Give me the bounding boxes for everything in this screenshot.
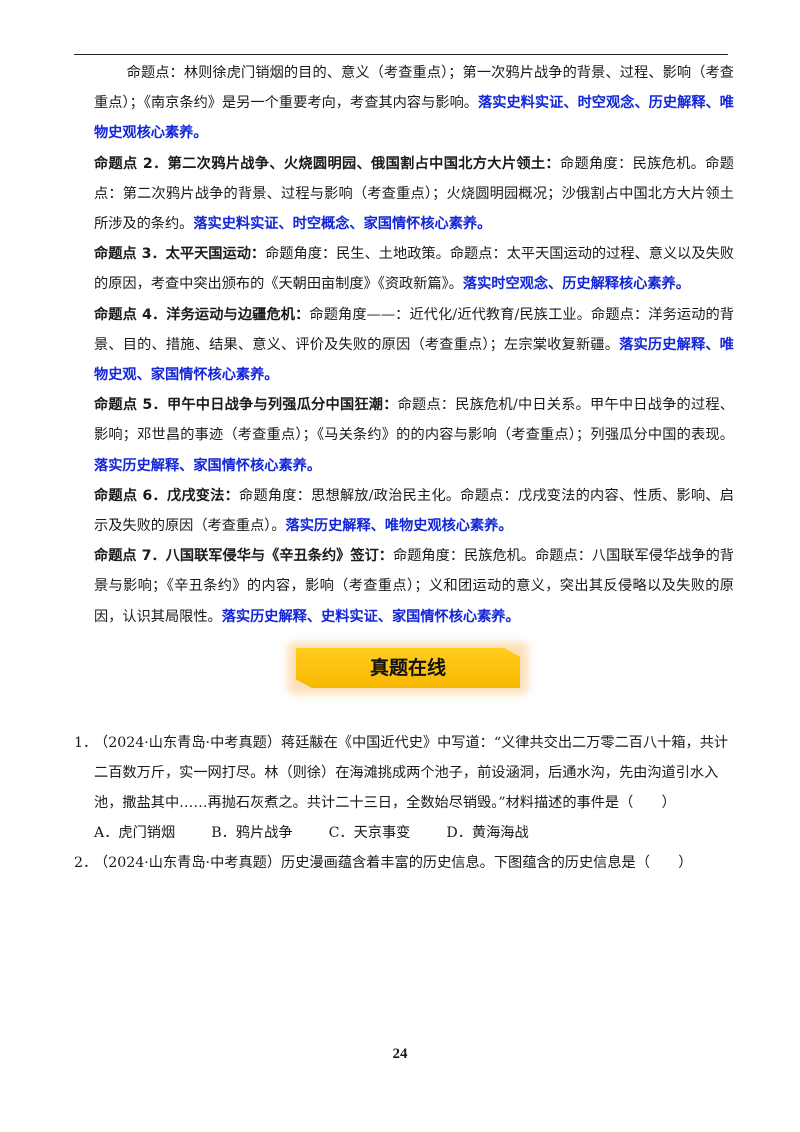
point-6-heading: 命题点 6．戊戌变法：	[94, 487, 240, 504]
point-3-literacy: 落实时空观念、历史解释核心素养。	[462, 276, 690, 293]
question-1-stem: （2024·山东青岛·中考真题）蒋廷黻在《中国近代史》中写道：“义律共交出二万零…	[94, 735, 729, 811]
exam-point-4: 命题点 4．洋务运动与边疆危机：命题角度——：近代化/近代教育/民族工业。命题点…	[94, 300, 734, 391]
page-number: 24	[392, 1046, 408, 1062]
exam-point-1: 命题点：林则徐虎门销烟的目的、意义（考查重点）；第一次鸦片战争的背景、过程、影响…	[94, 58, 734, 149]
exam-point-6: 命题点 6．戊戌变法：命题角度：思想解放/政治民主化。命题点：戊戌变法的内容、性…	[94, 481, 734, 541]
option-a[interactable]: A．虎门销烟	[94, 825, 176, 841]
section-banner	[296, 648, 520, 688]
exam-point-7: 命题点 7．八国联军侵华与《辛丑条约》签订：命题角度：民族危机。命题点：八国联军…	[94, 541, 734, 632]
point-5-literacy: 落实历史解释、家国情怀核心素养。	[94, 457, 322, 474]
exam-point-3: 命题点 3．太平天国运动：命题角度：民生、土地政策。命题点：太平天国运动的过程、…	[94, 239, 734, 299]
question-2: 2． （2024·山东青岛·中考真题）历史漫画蕴含着丰富的历史信息。下图蕴含的历…	[74, 848, 734, 878]
point-4-literacy: 落实历史解释、唯物史观、家国情怀核心素养。	[94, 336, 734, 384]
question-2-number: 2．	[74, 855, 98, 871]
option-c[interactable]: C．天京事变	[328, 825, 411, 841]
question-1-options: A．虎门销烟 B．鸦片战争 C．天京事变 D．黄海海战	[94, 818, 734, 848]
point-2-text: 命题角度：民族危机。命题点：第二次鸦片战争的背景、过程与影响（考查重点）；火烧圆…	[94, 155, 734, 233]
question-2-stem: （2024·山东青岛·中考真题）历史漫画蕴含着丰富的历史信息。下图蕴含的历史信息…	[94, 855, 693, 871]
option-d[interactable]: D．黄海海战	[446, 825, 529, 841]
point-6-text: 命题角度：思想解放/政治民主化。命题点：戊戌变法的内容、性质、影响、启示及失败的…	[94, 487, 734, 535]
point-5-text: 命题点：民族危机/中日关系。甲午中日战争的过程、影响；邓世昌的事迹（考查重点）；…	[94, 397, 734, 444]
point-7-text: 命题角度：民族危机。命题点：八国联军侵华战争的背景与影响；《辛丑条约》的内容，影…	[94, 548, 734, 625]
point-4-heading: 命题点 4．洋务运动与边疆危机：	[94, 306, 310, 323]
exam-points-section: 命题点：林则徐虎门销烟的目的、意义（考查重点）；第一次鸦片战争的背景、过程、影响…	[94, 58, 734, 632]
questions-section: 1． （2024·山东青岛·中考真题）蒋廷黻在《中国近代史》中写道：“义律共交出…	[74, 728, 734, 878]
exam-point-5: 命题点 5．甲午中日战争与列强瓜分中国狂潮：命题点：民族危机/中日关系。甲午中日…	[94, 390, 734, 481]
point-3-text: 命题角度：民生、土地政策。命题点：太平天国运动的过程、意义以及失败的原因，考查中…	[94, 246, 734, 293]
question-1-number: 1．	[74, 735, 98, 751]
option-b[interactable]: B．鸦片战争	[211, 825, 293, 841]
point-4-text: 命题角度——：近代化/近代教育/民族工业。命题点：洋务运动的背景、目的、措施、结…	[94, 306, 735, 353]
point-7-literacy: 落实历史解释、史料实证、家国情怀核心素养。	[221, 608, 520, 625]
exam-point-2: 命题点 2．第二次鸦片战争、火烧圆明园、俄国割占中国北方大片领土：命题角度：民族…	[94, 149, 734, 240]
point-5-heading: 命题点 5．甲午中日战争与列强瓜分中国狂潮：	[94, 397, 398, 414]
point-1-text: 命题点：林则徐虎门销烟的目的、意义（考查重点）；第一次鸦片战争的背景、过程、影响…	[94, 65, 734, 112]
section-banner-title: 真题在线	[369, 657, 446, 679]
point-2-heading: 命题点 2．第二次鸦片战争、火烧圆明园、俄国割占中国北方大片领土：	[94, 155, 560, 172]
question-1: 1． （2024·山东青岛·中考真题）蒋廷黻在《中国近代史》中写道：“义律共交出…	[74, 728, 734, 818]
point-7-heading: 命题点 7．八国联军侵华与《辛丑条约》签订：	[94, 548, 394, 565]
point-2-literacy: 落实史料实证、时空概念、家国情怀核心素养。	[193, 216, 492, 233]
point-3-heading: 命题点 3．太平天国运动：	[94, 246, 266, 263]
point-1-literacy: 落实史料实证、时空观念、历史解释、唯物史观核心素养。	[94, 95, 734, 142]
header-rule	[74, 54, 728, 55]
point-6-literacy: 落实历史解释、唯物史观核心素养。	[285, 518, 513, 535]
